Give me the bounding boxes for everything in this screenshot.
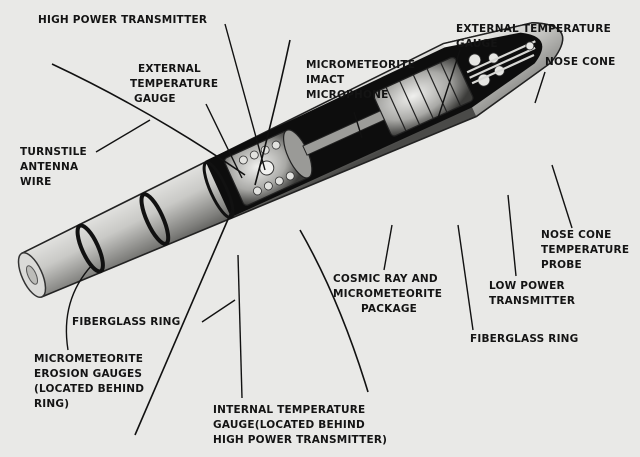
label-turnstile-antenna-wire: TURNSTILE ANTENNA WIRE [20, 146, 87, 188]
label-fiberglass-ring-right: FIBERGLASS RING [470, 333, 579, 345]
leader-lines [65, 23, 573, 399]
label-nose-cone: NOSE CONE [545, 56, 616, 68]
label-high-power-transmitter: HIGH POWER TRANSMITTER [38, 14, 208, 26]
satellite-body [17, 21, 564, 298]
high-power-transmitter-unit [223, 129, 313, 206]
label-fiberglass-ring-left: FIBERGLASS RING [72, 316, 181, 328]
fiberglass-ring-bands [75, 160, 235, 274]
label-low-power-transmitter: LOW POWER TRANSMITTER [489, 280, 576, 307]
label-external-temperature-gauge-left: EXTERNAL TEMPERATURE GAUGE [130, 63, 219, 105]
label-nose-cone-temperature-probe: NOSE CONE TEMPERATURE PROBE [541, 229, 630, 271]
label-micrometeorite-erosion-gauges: MICROMETEORITE EROSION GAUGES (LOCATED B… [34, 353, 145, 410]
label-internal-temperature-gauge: INTERNAL TEMPERATURE GAUGE(LOCATED BEHIN… [213, 404, 388, 446]
label-external-temperature-gauge-right: EXTERNAL TEMPERATURE GAUGE [456, 23, 611, 50]
label-micrometeorite-impact-microphone: MICROMETEORITE IMACT MICROPHONE [306, 59, 416, 101]
turnstile-antenna-wires [51, 39, 369, 436]
label-cosmic-ray-package: COSMIC RAY AND MICROMETEORITE PACKAGE [333, 273, 443, 315]
